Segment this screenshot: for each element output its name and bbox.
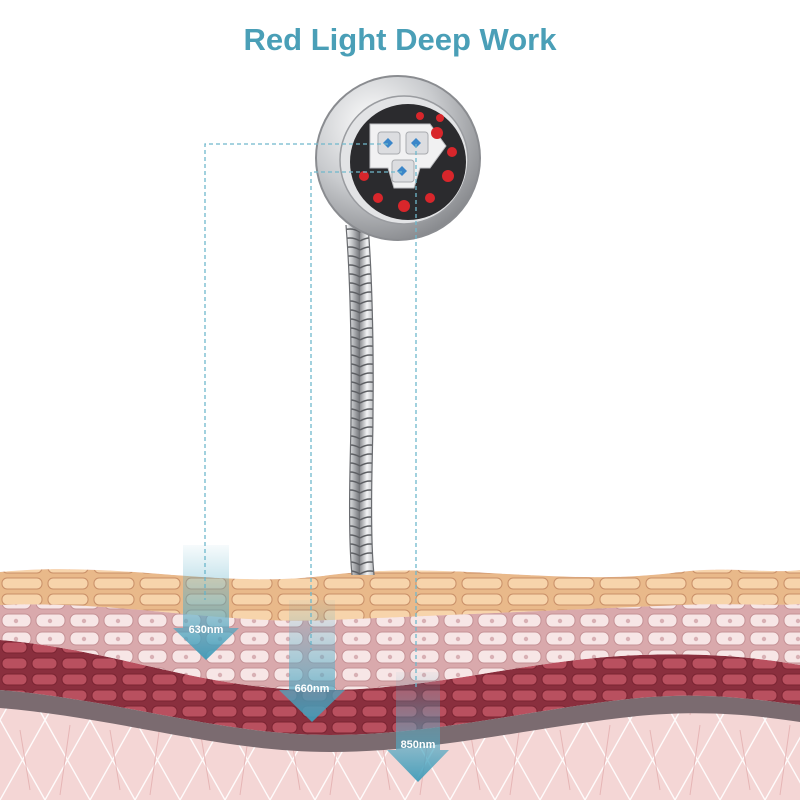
- led-lamp-head-icon: [315, 75, 481, 241]
- wavelength-label: 630nm: [189, 624, 224, 636]
- down-arrow-icon: [173, 545, 239, 660]
- down-arrow-icon: [279, 600, 345, 722]
- guide-lines: [204, 143, 417, 690]
- wavelength-label: 850nm: [401, 739, 436, 751]
- guide-line-660: [310, 171, 402, 650]
- gooseneck-arm-icon: [345, 224, 375, 576]
- wavelength-arrow-850: 850nm: [387, 672, 449, 782]
- page-title: Red Light Deep Work: [243, 22, 557, 57]
- basement-membrane: [0, 690, 800, 752]
- down-arrow-icon: [387, 672, 449, 782]
- wavelength-arrow-630: 630nm: [173, 545, 239, 660]
- red-led-icon: [359, 112, 457, 212]
- wavelength-label: 660nm: [295, 683, 330, 695]
- guide-line-630: [204, 143, 388, 600]
- led-marker-icon: [383, 138, 421, 176]
- wavelength-arrow-660: 660nm: [279, 600, 345, 722]
